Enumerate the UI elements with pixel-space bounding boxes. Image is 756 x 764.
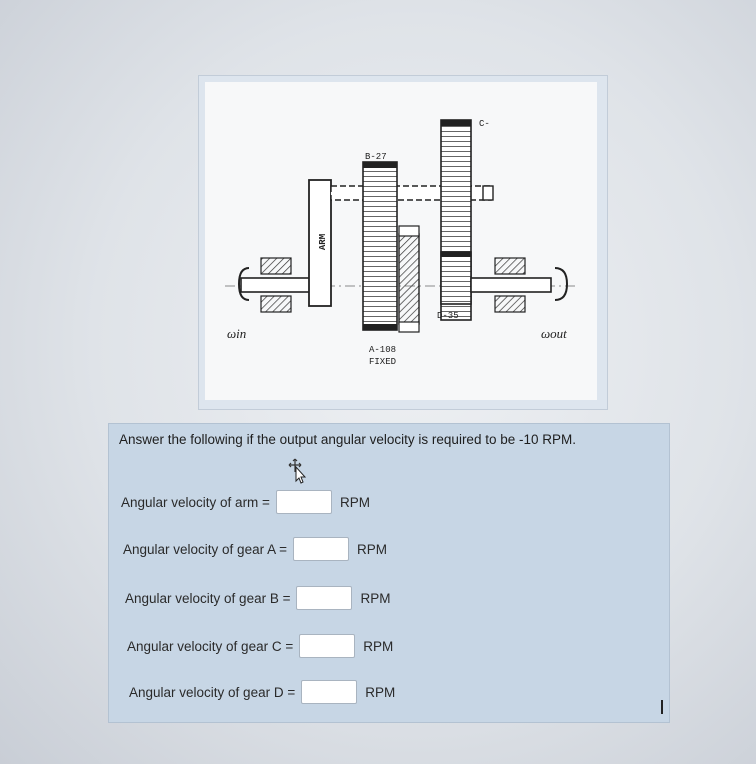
omega-out-label: ωout: [541, 326, 567, 341]
question-prompt: Answer the following if the output angul…: [119, 432, 576, 447]
gear-train-diagram: ARM B-27 A-108 FIXED C- D-35: [205, 82, 597, 400]
gear-d: [440, 251, 472, 305]
input-bearing-top: [260, 257, 292, 275]
gear-c-label: C-: [479, 119, 490, 129]
arm-velocity-row: Angular velocity of arm = RPM: [121, 490, 370, 514]
arm-label: ARM: [318, 234, 328, 250]
omega-in-label: ωin: [227, 326, 246, 341]
arm-link: [308, 179, 332, 307]
gear-c-velocity-unit: RPM: [363, 638, 394, 654]
gear-b: [362, 161, 398, 331]
arm-velocity-unit: RPM: [339, 494, 370, 510]
arm-velocity-label: Angular velocity of arm =: [121, 494, 270, 510]
gear-d-velocity-unit: RPM: [365, 684, 396, 700]
gear-train-drawing: ARM B-27 A-108 FIXED C- D-35: [225, 119, 577, 367]
gear-b-label: B-27: [365, 152, 387, 162]
gear-c-velocity-row: Angular velocity of gear C = RPM: [127, 634, 393, 658]
input-shaft: [240, 277, 314, 293]
text-caret: [661, 700, 663, 714]
gear-a-fixed: [398, 233, 420, 325]
gear-a-fixed-label: FIXED: [369, 357, 396, 367]
gear-d-label: D-35: [437, 311, 459, 321]
gear-b-velocity-label: Angular velocity of gear B =: [125, 590, 291, 606]
input-hand-crank-icon: [237, 267, 250, 301]
input-bearing-bottom: [260, 295, 292, 313]
gear-d-velocity-input[interactable]: [301, 680, 358, 704]
gear-d-velocity-label: Angular velocity of gear D =: [129, 684, 296, 700]
gear-b-velocity-row: Angular velocity of gear B = RPM: [125, 586, 390, 610]
gear-a-velocity-unit: RPM: [356, 541, 387, 557]
gear-train-figure-frame: ARM B-27 A-108 FIXED C- D-35: [198, 75, 608, 410]
gear-d-velocity-row: Angular velocity of gear D = RPM: [129, 680, 395, 704]
gear-a-velocity-row: Angular velocity of gear A = RPM: [123, 537, 387, 561]
arm-velocity-input[interactable]: [275, 490, 332, 514]
gear-a-label: A-108: [369, 345, 396, 355]
gear-b-velocity-input[interactable]: [296, 586, 353, 610]
question-panel: Answer the following if the output angul…: [108, 423, 670, 723]
gear-b-velocity-unit: RPM: [360, 590, 391, 606]
output-bearing-top: [494, 257, 526, 275]
output-hand-crank-icon: [554, 267, 569, 301]
gear-c-velocity-input[interactable]: [299, 634, 356, 658]
output-shaft: [470, 277, 552, 293]
move-cursor-icon: [287, 458, 309, 489]
output-bearing-bottom: [494, 295, 526, 313]
gear-a-velocity-label: Angular velocity of gear A =: [123, 541, 287, 557]
gear-c-velocity-label: Angular velocity of gear C =: [127, 638, 294, 654]
gear-a-velocity-input[interactable]: [292, 537, 349, 561]
